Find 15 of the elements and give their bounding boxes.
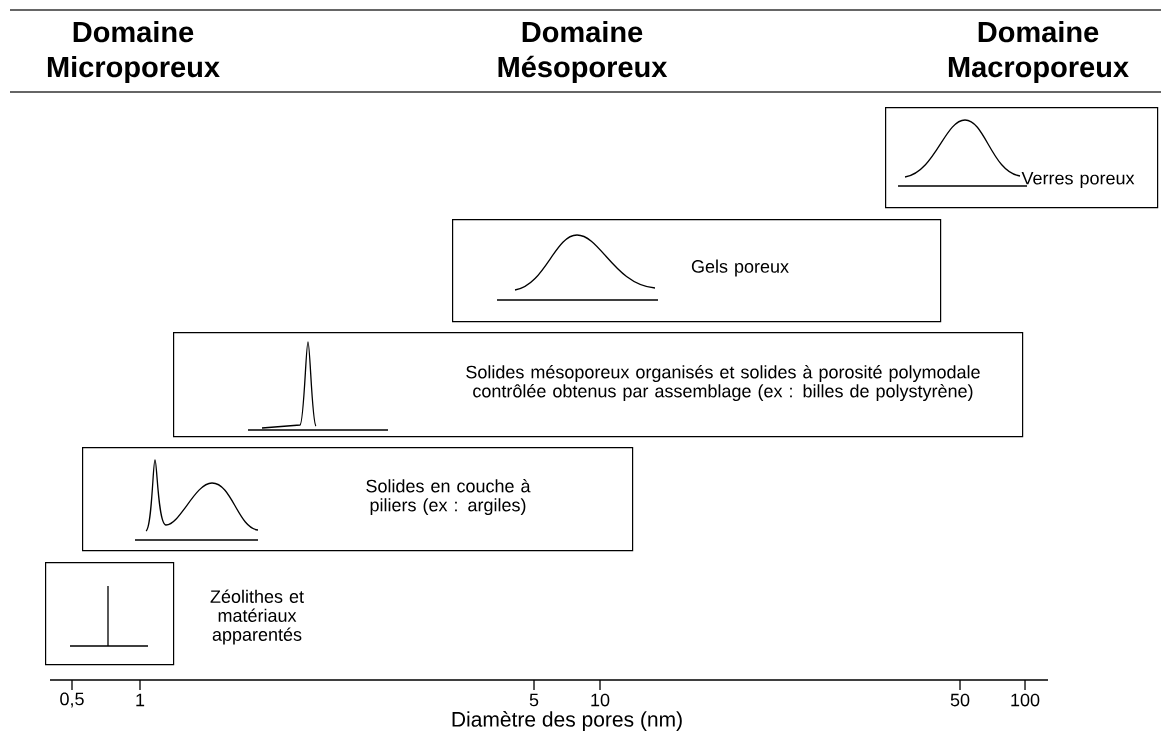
- tick-label: 1: [136, 693, 145, 707]
- tick-label: 100: [1011, 693, 1040, 707]
- sample-box: Solides en couche à piliers (ex : argiles): [82, 447, 634, 552]
- sample-box: [45, 562, 175, 666]
- node-caption: Zéolithes et matériaux apparentés: [210, 589, 304, 645]
- tick-label: 0,5: [60, 692, 84, 708]
- sample-box: Verres poreux: [885, 107, 1159, 209]
- tick-label: 5: [529, 693, 539, 707]
- sample-box: Gels poreux: [452, 219, 942, 323]
- tick-label: 10: [591, 693, 610, 707]
- domain-heading: Domaine Microporeux: [47, 21, 220, 83]
- sample-box: Solides mésoporeux organisés et solides à porosité polymodale contrôlée obtenus par assemblage (ex : billes de polystyrène): [173, 332, 1024, 438]
- axis-title: Diamètre des pores (nm): [452, 711, 682, 731]
- domain-heading: Domaine Mésoporeux: [498, 21, 668, 83]
- tick-label: 50: [950, 693, 970, 707]
